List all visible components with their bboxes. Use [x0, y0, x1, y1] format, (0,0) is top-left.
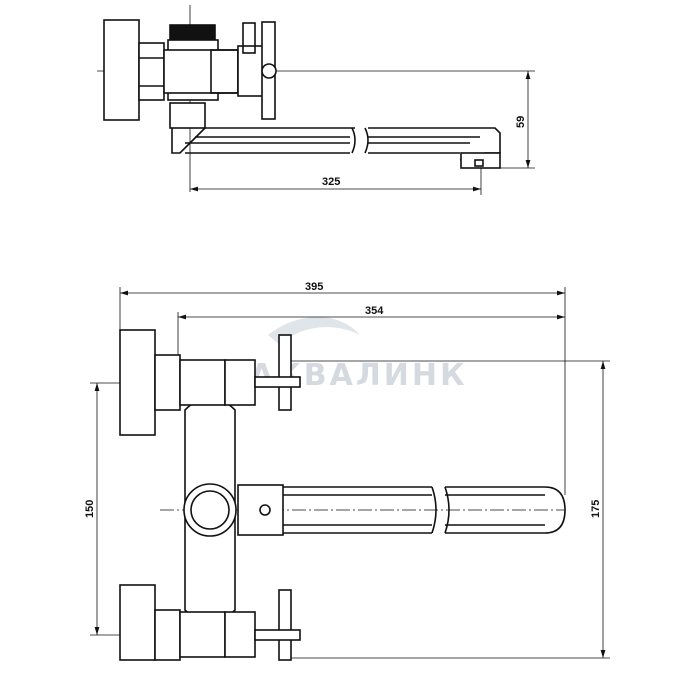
- top-view: [97, 5, 535, 195]
- dim-150: 150: [84, 500, 96, 518]
- dim-59: 59: [515, 116, 527, 128]
- dim-354: 354: [365, 305, 384, 317]
- front-view: [90, 287, 610, 661]
- dim-325: 325: [322, 176, 340, 188]
- dim-175: 175: [590, 500, 602, 518]
- dim-395: 395: [305, 281, 323, 293]
